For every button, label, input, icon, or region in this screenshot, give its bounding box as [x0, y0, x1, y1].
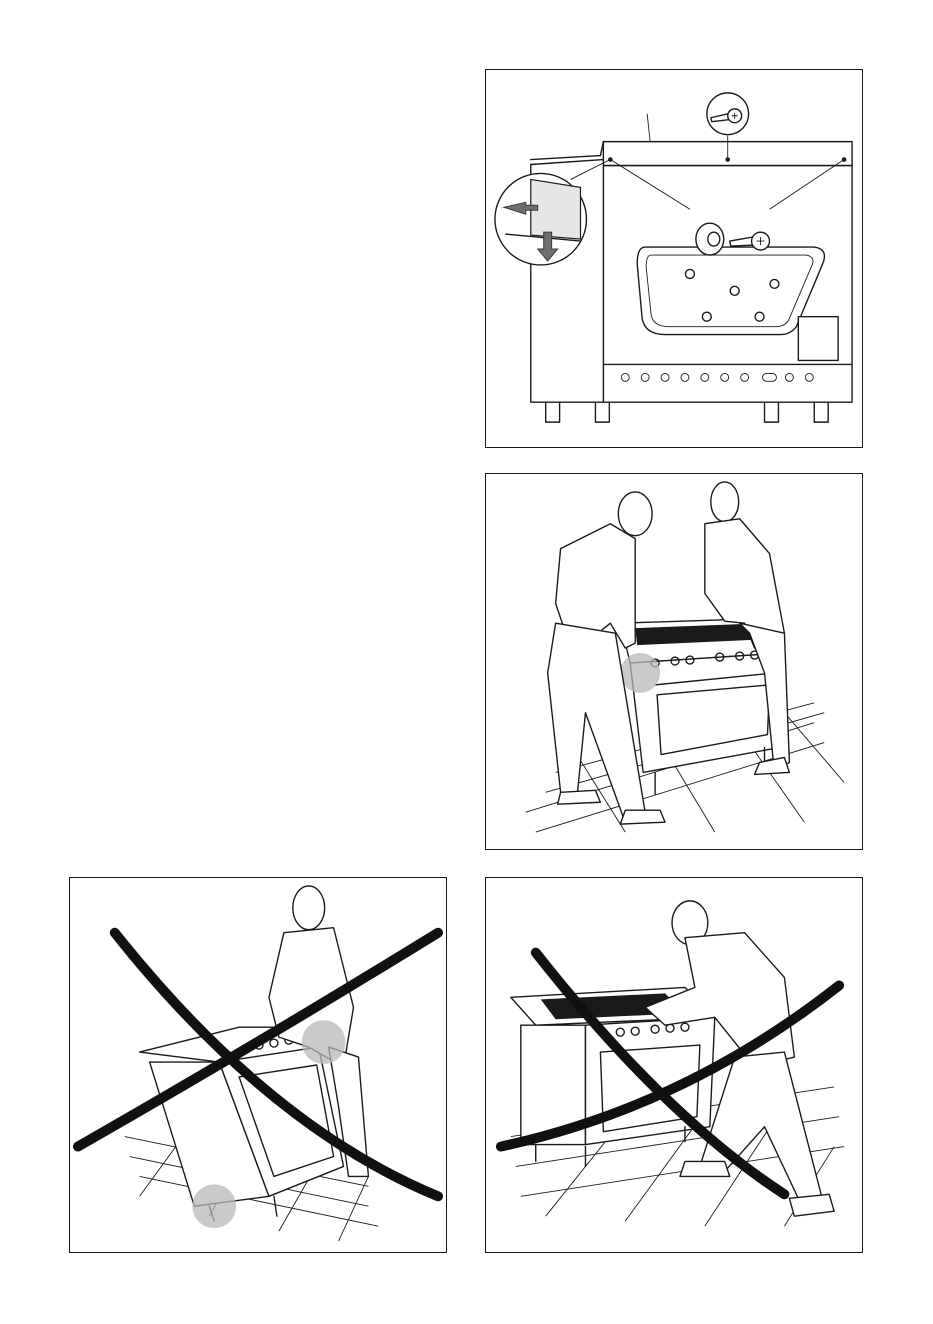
grip-point-highlight — [620, 653, 660, 693]
oven-back-panel-screw-removal-illustration — [486, 70, 862, 447]
leg — [595, 402, 609, 422]
screw-point — [725, 157, 730, 162]
screw-detail-circle — [707, 93, 749, 135]
leg — [814, 402, 828, 422]
figure-tilt-prohibited — [69, 877, 447, 1253]
plate-removal-detail-circle — [495, 173, 587, 265]
screw-point — [608, 157, 613, 162]
leg-stress-highlight — [192, 1184, 236, 1228]
leg — [765, 402, 779, 422]
leg — [546, 402, 560, 422]
two-person-lift-illustration — [486, 474, 862, 849]
tilt-prohibited-illustration — [70, 878, 446, 1252]
figure-push-prohibited — [485, 877, 863, 1253]
grip-point-highlight — [302, 1020, 346, 1064]
fan-box — [798, 317, 838, 361]
push-prohibited-illustration — [486, 878, 862, 1252]
figure-back-plate-removal — [485, 69, 863, 448]
figure-two-person-lift — [485, 473, 863, 850]
